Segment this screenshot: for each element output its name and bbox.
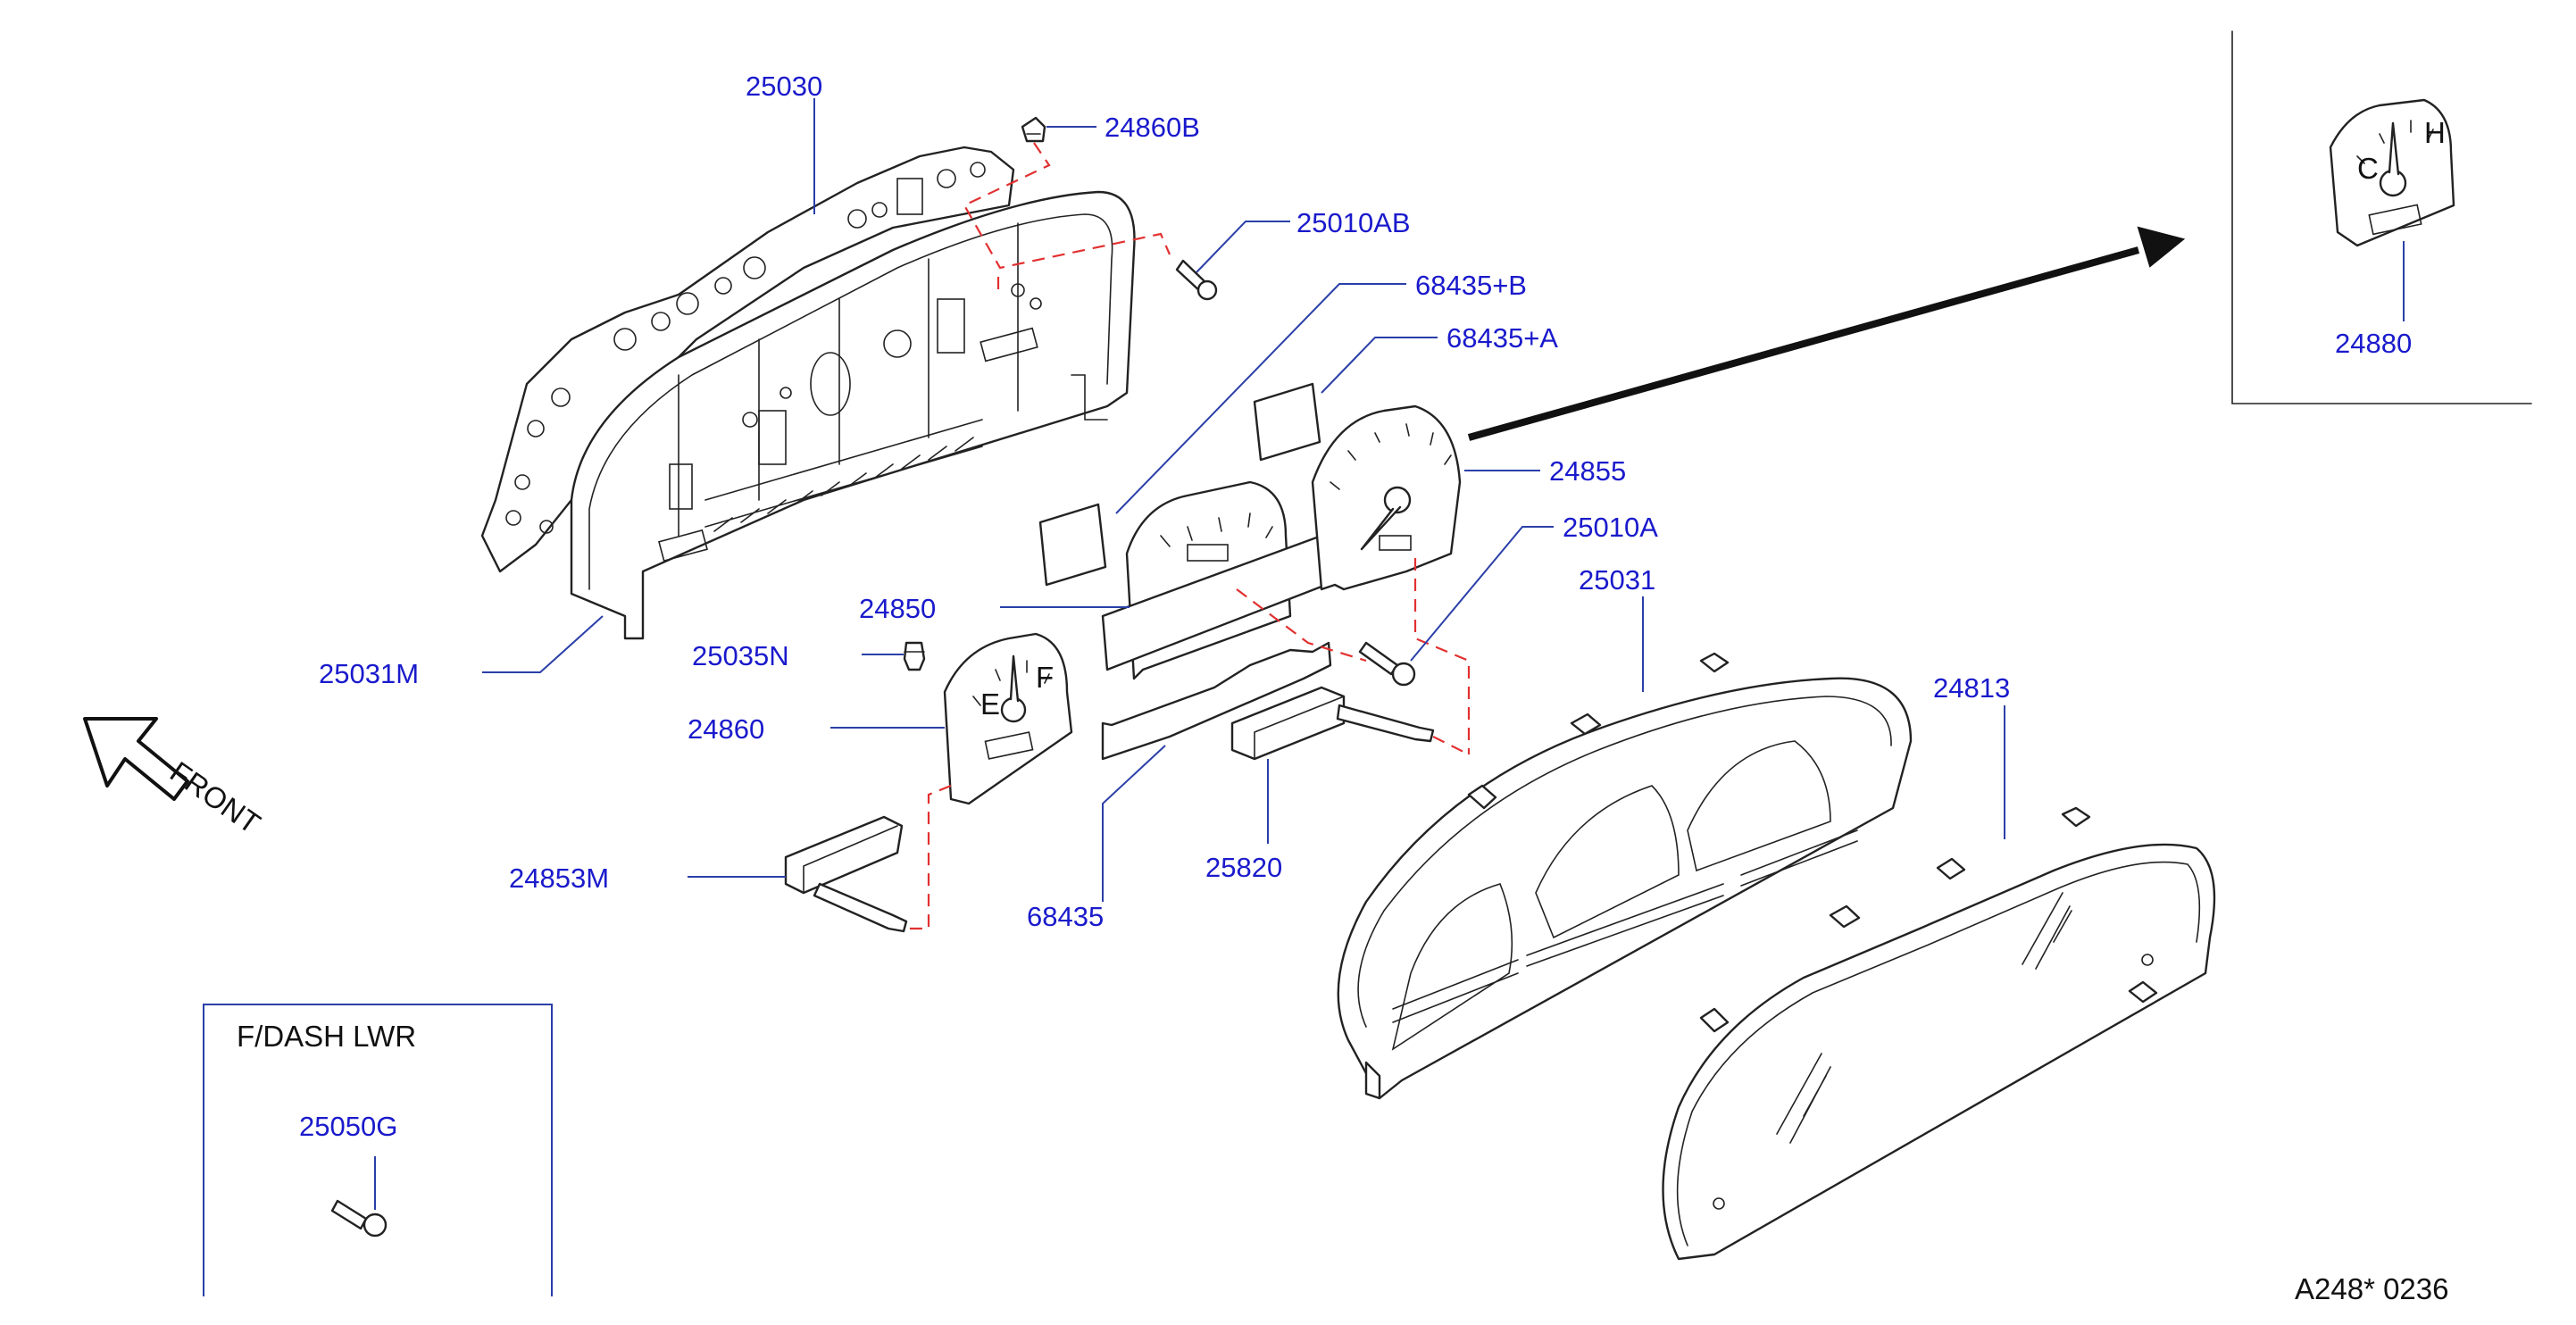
label-25030: 25030 <box>746 71 822 102</box>
label-24860: 24860 <box>688 713 764 745</box>
trip-switch-25820[interactable] <box>1230 686 1435 761</box>
gauge-mark-empty: E <box>980 688 1000 721</box>
pad-68435A[interactable] <box>1253 382 1321 462</box>
label-24813: 24813 <box>1933 672 2010 704</box>
front-label: FRONT <box>164 754 266 839</box>
meter-glass-24813[interactable] <box>1662 806 2216 1261</box>
label-25031M: 25031M <box>319 658 419 689</box>
bulb-socket-25035N[interactable] <box>903 641 926 671</box>
assembly-dash-lines <box>906 142 1471 930</box>
gauge-mark-cold: C <box>2357 152 2379 185</box>
label-25031: 25031 <box>1579 564 1655 596</box>
label-25035N: 25035N <box>692 640 789 671</box>
label-24860B: 24860B <box>1105 112 1200 143</box>
label-68435B: 68435+B <box>1415 270 1527 301</box>
label-24853M: 24853M <box>509 862 609 894</box>
label-68435A: 68435+A <box>1446 322 1558 354</box>
screw-25010AB[interactable] <box>1175 259 1218 301</box>
label-25010AB: 25010AB <box>1296 207 1411 238</box>
label-25820: 25820 <box>1205 852 1282 883</box>
gauge-mark-full: F <box>1036 661 1054 694</box>
front-direction-arrow-icon <box>83 717 189 801</box>
pad-68435B[interactable] <box>1038 503 1107 587</box>
inset-box-fdash-lwr: F/DASH LWR <box>203 1004 553 1296</box>
label-25010A: 25010A <box>1563 512 1658 543</box>
part-number-labels: 25030 24860B 25010AB 68435+B 68435+A 248… <box>299 71 2412 1142</box>
footer-code: A248* 0236 <box>2295 1272 2449 1305</box>
label-24880: 24880 <box>2335 328 2412 359</box>
temp-gauge-24880[interactable]: C H <box>2329 98 2455 247</box>
lens-plate-68435[interactable] <box>1101 641 1332 761</box>
fuel-gauge-24860[interactable]: E F <box>943 632 1073 805</box>
leader-lines <box>374 98 2405 1210</box>
screw-24860B[interactable] <box>1021 116 1046 143</box>
meter-bezel-25031[interactable] <box>1337 652 1913 1100</box>
screw-25050G[interactable] <box>330 1199 388 1238</box>
gauge-mark-hot: H <box>2424 116 2446 149</box>
tachometer-24855[interactable] <box>1311 404 1462 591</box>
label-68435: 68435 <box>1027 901 1104 932</box>
meter-housing-25031M[interactable] <box>570 190 1136 640</box>
screw-25010A[interactable] <box>1358 641 1416 687</box>
detail-box-24880: C H <box>2231 30 2532 404</box>
label-25050G: 25050G <box>299 1111 397 1142</box>
label-24855: 24855 <box>1549 455 1626 487</box>
inset-title: F/DASH LWR <box>237 1020 416 1053</box>
detail-arrow <box>1467 226 2186 441</box>
speedometer-24850[interactable] <box>1101 480 1328 680</box>
label-24850: 24850 <box>859 593 936 624</box>
switch-24853M[interactable] <box>784 815 908 933</box>
